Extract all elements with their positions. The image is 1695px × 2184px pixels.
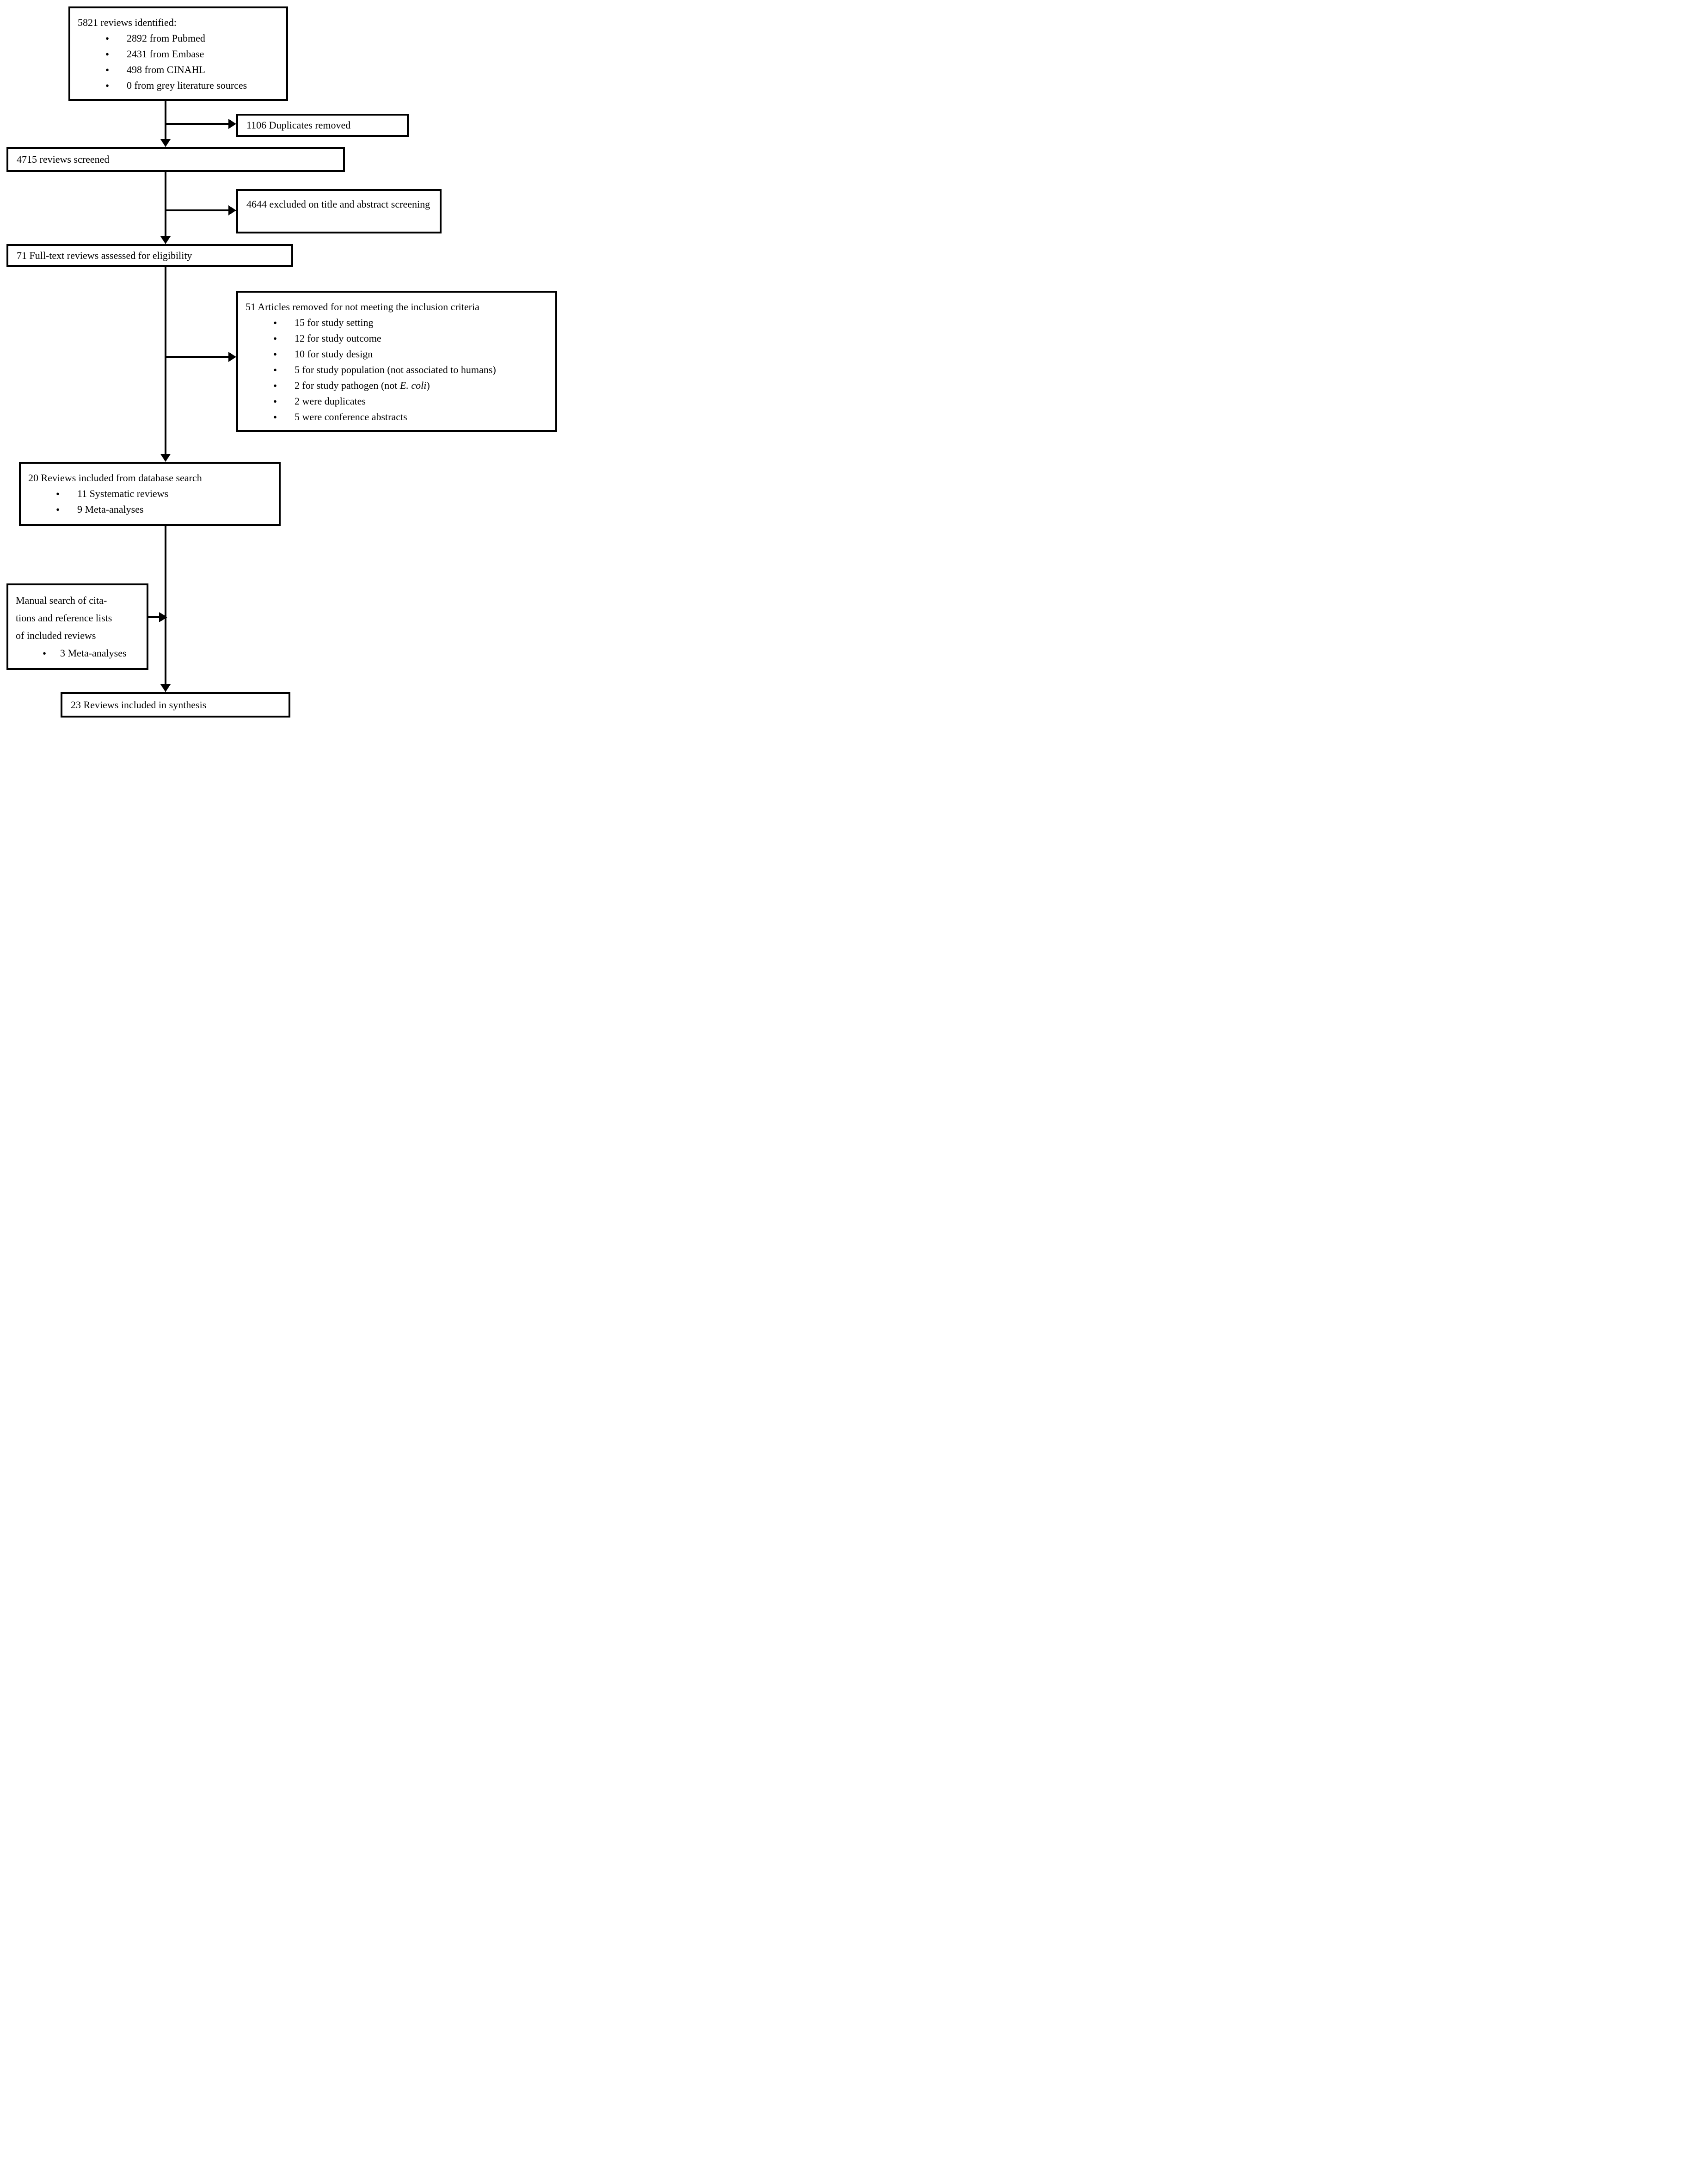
removed-bullet: 5 were conference abstracts [246,409,548,425]
box-reviews-identified: 5821 reviews identified: 2892 from Pubme… [68,6,288,101]
flow-connectors [146,101,236,692]
removed-bullet: 5 for study population (not associated t… [246,362,548,378]
box-excluded-title-abstract: 4644 excluded on title and abstract scre… [236,189,442,233]
manual-text-line: of included reviews [16,630,96,641]
included-db-bullet: 9 Meta-analyses [28,502,271,517]
manual-bullet: 3 Meta-analyses [16,644,139,662]
arrow-right-icon [159,612,167,622]
fulltext-text: 71 Full-text reviews assessed for eligib… [17,249,192,261]
removed-bullet: 2 for study pathogen (not E. coli) [246,378,548,393]
arrow-down-icon [160,454,171,462]
included-db-title: 20 Reviews included from database search [28,472,202,484]
identified-bullet: 0 from grey literature sources [78,78,279,93]
removed-bullet: 2 were duplicates [246,393,548,409]
arrow-right-icon [228,205,236,215]
removed-bullet-list: 15 for study setting12 for study outcome… [246,315,548,425]
manual-text-line: tions and reference lists [16,612,112,624]
removed-bullet: 15 for study setting [246,315,548,331]
prisma-flow-diagram: 5821 reviews identified: 2892 from Pubme… [0,0,559,719]
box-included-synthesis: 23 Reviews included in synthesis [61,692,290,718]
box-included-database: 20 Reviews included from database search… [19,462,281,526]
synthesis-text: 23 Reviews included in synthesis [71,699,207,711]
box-fulltext-assessed: 71 Full-text reviews assessed for eligib… [6,244,293,267]
box-manual-search: Manual search of cita-tions and referenc… [6,583,148,670]
removed-bullet: 10 for study design [246,346,548,362]
excluded-text: 4644 excluded on title and abstract scre… [246,198,430,210]
manual-bullet-list: 3 Meta-analyses [16,644,139,662]
manual-text-lines: Manual search of cita-tions and referenc… [16,592,139,644]
duplicates-text: 1106 Duplicates removed [246,119,351,131]
included-db-bullet-list: 11 Systematic reviews9 Meta-analyses [28,486,271,517]
included-db-bullet: 11 Systematic reviews [28,486,271,502]
box-articles-removed: 51 Articles removed for not meeting the … [236,291,557,432]
box-duplicates-removed: 1106 Duplicates removed [236,114,409,137]
identified-bullet: 2892 from Pubmed [78,31,279,46]
identified-title: 5821 reviews identified: [78,17,177,28]
arrow-right-icon [228,352,236,362]
box-reviews-screened: 4715 reviews screened [6,147,345,172]
removed-bullet: 12 for study outcome [246,331,548,346]
identified-bullet: 2431 from Embase [78,46,279,62]
identified-bullet-list: 2892 from Pubmed2431 from Embase498 from… [78,31,279,93]
identified-bullet: 498 from CINAHL [78,62,279,78]
removed-title: 51 Articles removed for not meeting the … [246,301,479,313]
arrow-down-icon [160,236,171,244]
arrow-down-icon [160,684,171,692]
manual-text-line: Manual search of cita- [16,595,107,606]
screened-text: 4715 reviews screened [17,153,110,165]
arrow-down-icon [160,139,171,147]
arrow-right-icon [228,119,236,129]
